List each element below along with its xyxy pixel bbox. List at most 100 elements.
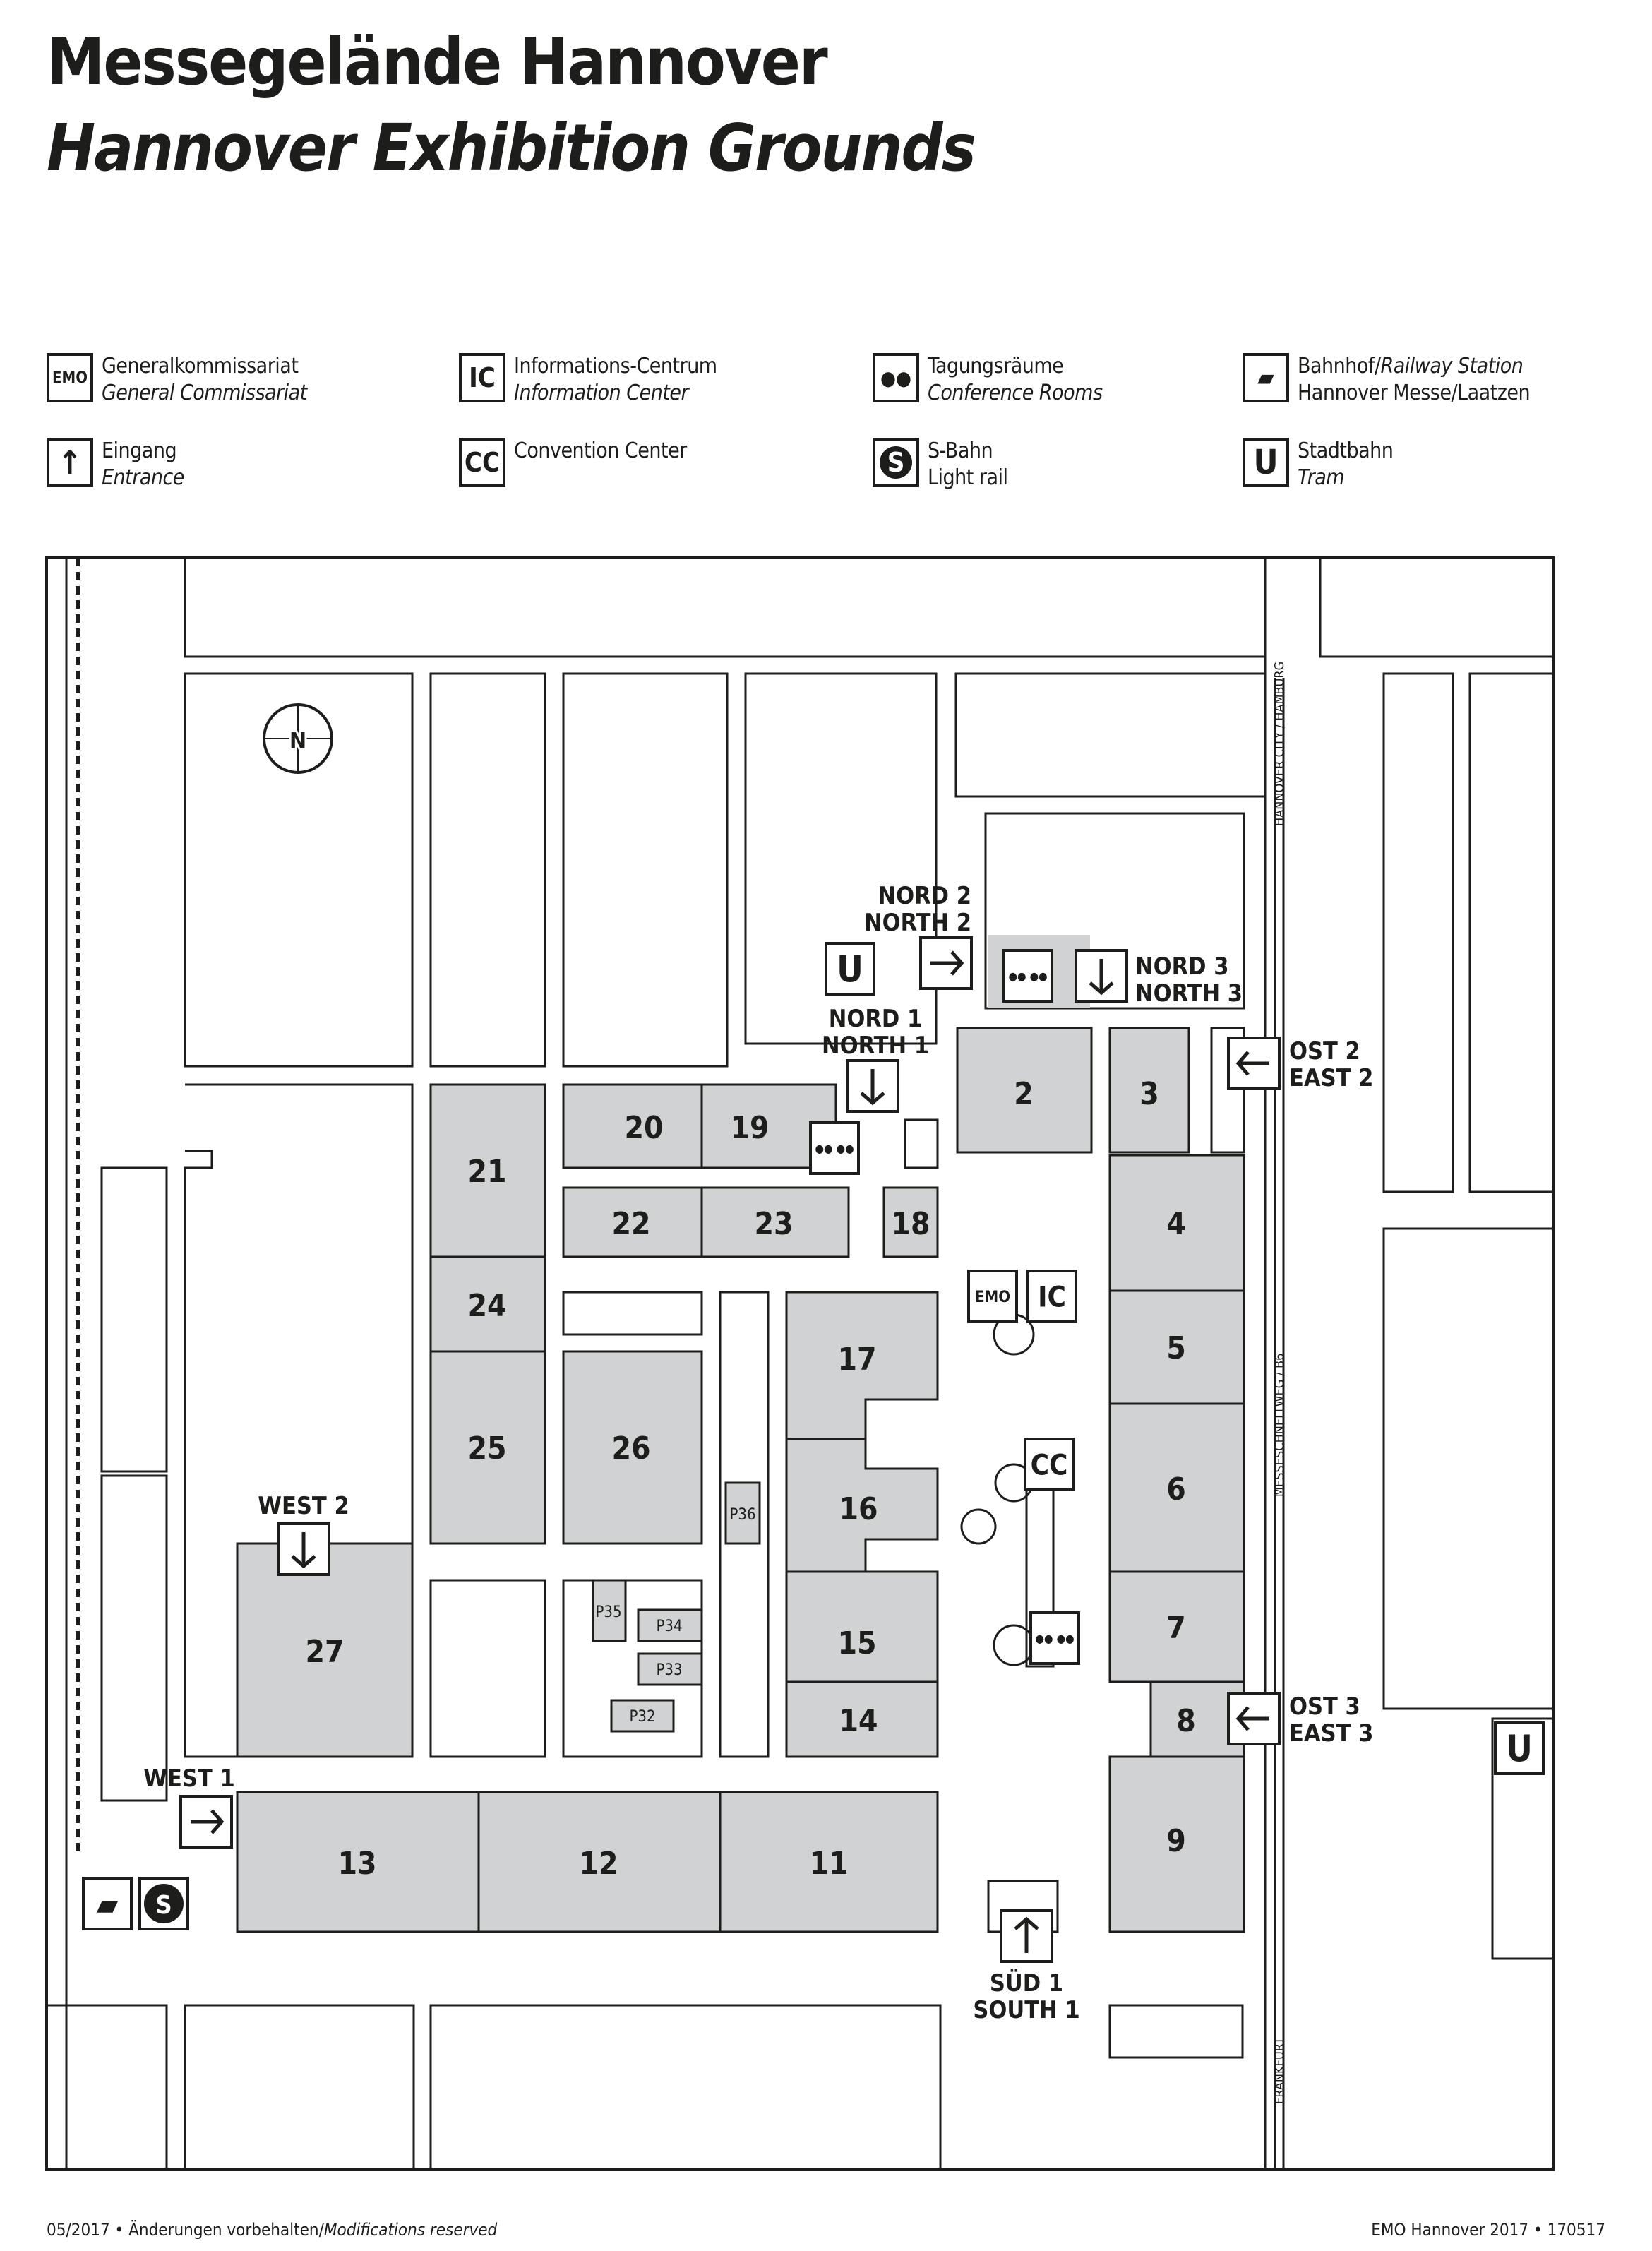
svg-text:CC: CC <box>1031 1449 1068 1481</box>
hall-21 <box>429 1083 546 1258</box>
hall-6 <box>1108 1402 1245 1573</box>
hall-label-7: 7 <box>1166 1610 1186 1646</box>
hall-label-13: 13 <box>337 1846 376 1882</box>
hall-13 <box>236 1791 480 1933</box>
hall-label-12: 12 <box>579 1846 618 1882</box>
svg-text:U: U <box>1506 1728 1533 1771</box>
legend-label: S-Bahn <box>928 438 993 463</box>
entrance-label: SÜD 1 <box>990 1969 1063 1998</box>
info-center-icon: IC <box>459 353 505 402</box>
entrance-label: OST 2 <box>1289 1037 1360 1065</box>
train-icon: ▰ <box>82 1877 133 1930</box>
svg-text:EMO: EMO <box>975 1289 1010 1306</box>
hall-label-9: 9 <box>1166 1823 1186 1859</box>
parking-label: P36 <box>729 1506 755 1524</box>
parking-p32 <box>610 1699 675 1733</box>
legend-label: Bahnhof/ <box>1298 354 1381 378</box>
hall-label-20: 20 <box>624 1110 663 1146</box>
hall-3 <box>1108 1027 1190 1154</box>
hall-17 <box>785 1291 939 1440</box>
conference-rooms-icon: ●● ●● <box>1029 1611 1080 1665</box>
entrance-west2-arrow-icon <box>277 1522 330 1576</box>
parking-label: P32 <box>629 1708 655 1726</box>
entrance-label: NORTH 1 <box>822 1032 929 1060</box>
hall-label-4: 4 <box>1166 1206 1186 1242</box>
hall-label-27: 27 <box>305 1634 344 1670</box>
emo-icon: EMO <box>967 1270 1018 1323</box>
hall-label-22: 22 <box>611 1206 650 1242</box>
hall-label-15: 15 <box>837 1625 876 1661</box>
svg-text:●● ●●: ●● ●● <box>815 1142 854 1155</box>
north-compass-icon: N <box>263 703 333 774</box>
road-blocks <box>45 556 1555 2171</box>
hall-label-26: 26 <box>611 1431 650 1467</box>
tram-icon: U <box>1494 1721 1545 1775</box>
entrance-sued1-arrow-icon <box>1000 1909 1053 1963</box>
hall-18 <box>882 1186 939 1258</box>
entrance-label: WEST 2 <box>258 1492 349 1520</box>
emo-icon: EMO <box>47 353 93 402</box>
hall-5 <box>1108 1289 1245 1405</box>
hall-label-5: 5 <box>1166 1330 1186 1366</box>
entrance-label: NORD 2 <box>878 882 971 910</box>
legend-label: Generalkommissariat <box>102 354 299 378</box>
hall-label-23: 23 <box>754 1206 793 1242</box>
legend-label: Informations-Centrum <box>514 354 717 378</box>
legend-label: Stadtbahn <box>1298 438 1394 463</box>
page-title: Messegelände Hannover <box>47 24 828 100</box>
svg-text:●● ●●: ●● ●● <box>1035 1632 1074 1645</box>
train-icon: ▰ <box>1243 353 1289 402</box>
parking-label: P35 <box>595 1604 621 1621</box>
hall-label-19: 19 <box>730 1110 769 1146</box>
entrance-label: NORD 3 <box>1135 953 1228 981</box>
parking-label: P34 <box>656 1618 682 1635</box>
legend-label-en: Light rail <box>928 465 1008 490</box>
road-label-b6: MESSESCHNELLWEG / B6 <box>1272 1354 1287 1497</box>
parking-p35 <box>592 1579 627 1642</box>
legend-label-en: Entrance <box>102 465 184 490</box>
arrow-up-icon: ↑ <box>47 438 93 487</box>
road-labels: HANNOVER CITY / HAMBURG MESSESCHNELLWEG … <box>1272 662 1287 2104</box>
hall-14 <box>785 1680 939 1758</box>
entrance-label: NORTH 2 <box>864 909 971 937</box>
hall-label-6: 6 <box>1166 1471 1186 1507</box>
hall-label-3: 3 <box>1139 1076 1159 1112</box>
hall-label-25: 25 <box>467 1431 506 1467</box>
s-bahn-icon: S <box>138 1877 189 1930</box>
entrance-label: WEST 1 <box>143 1765 234 1793</box>
svg-text:S: S <box>155 1891 172 1920</box>
legend-label: Tagungsräume <box>928 354 1064 378</box>
hall-label-2: 2 <box>1014 1076 1034 1112</box>
road-label-north: HANNOVER CITY / HAMBURG <box>1272 662 1287 826</box>
parking-p36 <box>724 1481 761 1545</box>
entrance-nord1-arrow-icon <box>846 1059 899 1113</box>
legend-label-en: Conference Rooms <box>928 381 1103 405</box>
hall-label-17: 17 <box>837 1342 876 1378</box>
legend-label-it: Railway Station <box>1380 354 1524 378</box>
hall-label-11: 11 <box>809 1846 848 1882</box>
conference-rooms-icon: ●● ●● <box>1002 949 1053 1003</box>
halls <box>236 935 1245 1933</box>
hall-label-14: 14 <box>839 1703 878 1739</box>
legend-label: Convention Center <box>514 438 687 463</box>
info-center-icon: IC <box>1026 1270 1077 1323</box>
hall-9 <box>1108 1755 1245 1933</box>
entrance-label: NORD 1 <box>829 1005 922 1033</box>
hall-27 <box>236 1542 414 1758</box>
convention-center-icon: CC <box>1024 1438 1075 1491</box>
hall-4 <box>1108 1154 1245 1292</box>
hall-label-18: 18 <box>891 1206 930 1242</box>
hall-7 <box>1108 1570 1245 1683</box>
entrance-label: NORTH 3 <box>1135 979 1243 1008</box>
legend-cc: CC Convention Center <box>459 438 687 487</box>
hall-label-21: 21 <box>467 1154 506 1190</box>
hall-label-24: 24 <box>467 1288 506 1324</box>
convention-center-icon: CC <box>459 438 505 487</box>
hall-20 <box>562 1083 703 1169</box>
svg-text:IC: IC <box>1038 1281 1066 1313</box>
